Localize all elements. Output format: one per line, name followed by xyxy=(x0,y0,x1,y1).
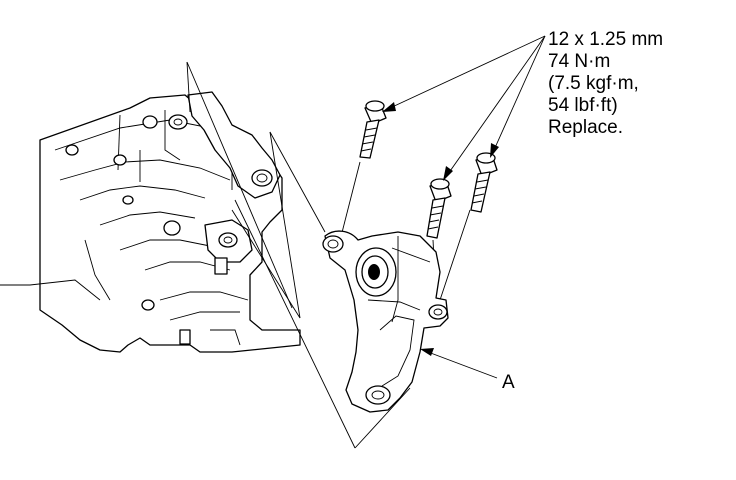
torque-specification: 12 x 1.25 mm 74 N·m (7.5 kgf·m, 54 lbf·f… xyxy=(548,29,663,139)
torque-kgfm-label: (7.5 kgf·m, xyxy=(548,73,639,94)
torque-lbfft-label: 54 lbf·ft) xyxy=(548,95,618,116)
part-a-leader-arrow xyxy=(420,348,498,379)
bolt-3 xyxy=(470,152,498,213)
spec-leader-arrows xyxy=(382,35,546,181)
bolt-1 xyxy=(359,100,387,159)
torque-nm-label: 74 N·m xyxy=(548,51,611,72)
mount-bracket xyxy=(322,230,449,413)
replace-note: Replace. xyxy=(548,117,623,138)
bolt-size-label: 12 x 1.25 mm xyxy=(548,29,664,50)
alignment-lines xyxy=(186,61,471,449)
part-a-label: A xyxy=(502,372,515,393)
bolt-2 xyxy=(426,178,452,239)
